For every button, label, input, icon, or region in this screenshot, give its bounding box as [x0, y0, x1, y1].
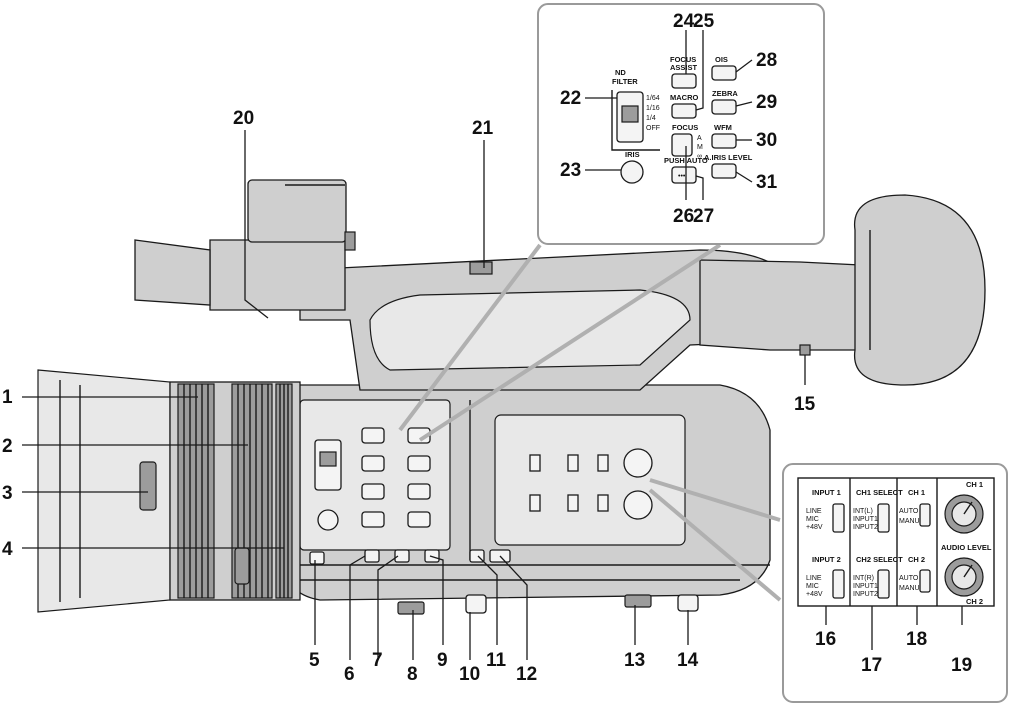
nd-pos-3: 1/4	[646, 115, 656, 122]
callout-8: 8	[407, 664, 418, 685]
focus-pos-inf: ∞	[697, 153, 702, 160]
callout-12: 12	[516, 664, 537, 685]
a-iris-level-label: A.IRIS LEVEL	[704, 153, 753, 162]
push-auto-button[interactable]	[671, 166, 697, 184]
ch1-select-pos-2: INPUT1	[853, 516, 878, 523]
callout-10: 10	[459, 664, 480, 685]
callout-25: 25	[693, 11, 715, 32]
zebra-label: ZEBRA	[712, 89, 738, 98]
callout-5: 5	[309, 650, 320, 671]
callout-31: 31	[756, 172, 778, 193]
audio-level-label: AUDIO LEVEL	[941, 543, 992, 552]
input2-pos-line: LINE	[806, 575, 822, 582]
focus-switch[interactable]	[671, 133, 693, 157]
ch1-select-label: CH1 SELECT	[856, 488, 903, 497]
callout-28: 28	[756, 50, 777, 71]
a-iris-level-button[interactable]	[711, 163, 737, 179]
ch2-select-pos-3: INPUT2	[853, 591, 878, 598]
ch1-manu-label: MANU	[899, 518, 920, 525]
ch1-label: CH 1	[908, 488, 925, 497]
callout-15: 15	[794, 394, 816, 415]
ch2-auto-label: AUTO	[899, 575, 919, 582]
callout-27: 27	[693, 206, 714, 227]
zebra-button[interactable]	[711, 99, 737, 115]
focus-assist-label-1: FOCUS	[670, 55, 696, 64]
ch2-select-pos-2: INPUT1	[853, 583, 878, 590]
callout-21: 21	[472, 118, 494, 139]
callout-20: 20	[233, 108, 254, 129]
focus-label: FOCUS	[672, 123, 698, 132]
iris-button[interactable]	[620, 160, 644, 184]
input2-pos-mic: MIC	[806, 583, 819, 590]
input2-label: INPUT 2	[812, 555, 841, 564]
input1-label: INPUT 1	[812, 488, 841, 497]
dial-ch2-label: CH 2	[966, 597, 983, 606]
callout-26: 26	[673, 206, 694, 227]
callout-9: 9	[437, 650, 448, 671]
ois-label: OIS	[715, 55, 728, 64]
focus-pos-a: A	[697, 135, 702, 142]
callout-6: 6	[344, 664, 355, 685]
macro-label: MACRO	[670, 93, 698, 102]
ch2-select-label: CH2 SELECT	[856, 555, 903, 564]
callout-7: 7	[372, 650, 383, 671]
callout-numbers: 1 2 3 4 5 6 7 8 9 10 11 12 13 14 15 16 1…	[2, 11, 972, 685]
svg-text:•••: •••	[678, 173, 686, 180]
callout-19: 19	[951, 655, 972, 676]
iris-label: IRIS	[625, 150, 640, 159]
callout-22: 22	[560, 88, 581, 109]
callout-23: 23	[560, 160, 581, 181]
ois-button[interactable]	[711, 65, 737, 81]
nd-pos-1: 1/64	[646, 95, 660, 102]
focus-assist-button[interactable]	[671, 73, 697, 89]
callout-14: 14	[677, 650, 699, 671]
nd-filter-label-2: FILTER	[612, 77, 638, 86]
callout-4: 4	[2, 539, 13, 560]
ch2-select-pos-1: INT(R)	[853, 575, 874, 582]
ch1-select-switch[interactable]	[877, 503, 890, 533]
ch1-auto-label: AUTO	[899, 508, 919, 515]
callout-17: 17	[861, 655, 882, 676]
callout-16: 16	[815, 629, 836, 650]
wfm-button[interactable]	[711, 133, 737, 149]
ch1-select-pos-1: INT(L)	[853, 508, 873, 515]
nd-pos-2: 1/16	[646, 105, 660, 112]
callout-3: 3	[2, 483, 13, 504]
inset-audio-controls: INPUT 1 LINE MIC +48V INPUT 2 LINE MIC +…	[782, 463, 1008, 703]
input1-switch[interactable]	[832, 503, 845, 533]
camcorder-illustration	[37, 179, 986, 615]
input1-pos-mic: MIC	[806, 516, 819, 523]
callout-24: 24	[673, 11, 695, 32]
ch2-auto-manu-switch[interactable]	[919, 569, 931, 593]
macro-button[interactable]	[671, 103, 697, 119]
focus-pos-m: M	[697, 144, 703, 151]
callout-1: 1	[2, 387, 13, 408]
callout-13: 13	[624, 650, 645, 671]
wfm-label: WFM	[714, 123, 732, 132]
focus-assist-label-2: ASSIST	[670, 63, 698, 72]
ch1-auto-manu-switch[interactable]	[919, 503, 931, 527]
ch2-manu-label: MANU	[899, 585, 920, 592]
leader-lines	[22, 30, 963, 660]
nd-filter-label-1: ND	[615, 68, 626, 77]
input2-pos-48v: +48V	[806, 591, 823, 598]
ch1-select-pos-3: INPUT2	[853, 524, 878, 531]
dial-ch1-label: CH 1	[966, 480, 983, 489]
ch2-select-switch[interactable]	[877, 569, 890, 599]
callout-11: 11	[486, 650, 507, 671]
callout-29: 29	[756, 92, 777, 113]
callout-2: 2	[2, 436, 13, 457]
ch2-label: CH 2	[908, 555, 925, 564]
input2-switch[interactable]	[832, 569, 845, 599]
callout-18: 18	[906, 629, 927, 650]
nd-pos-4: OFF	[646, 125, 660, 132]
callout-30: 30	[756, 130, 777, 151]
input1-pos-48v: +48V	[806, 524, 823, 531]
input1-pos-line: LINE	[806, 508, 822, 515]
